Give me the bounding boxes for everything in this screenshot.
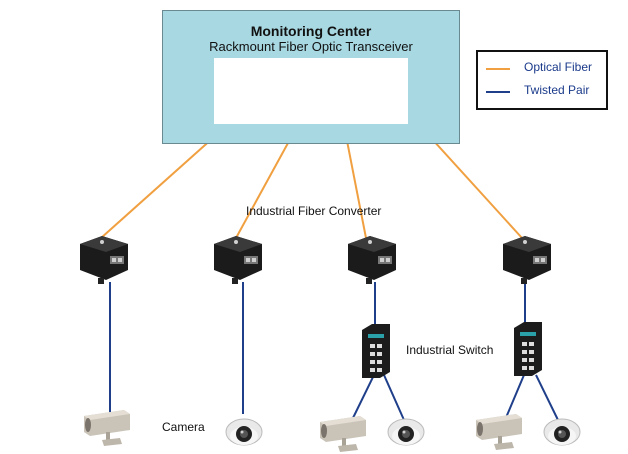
legend-label-twisted-pair: Twisted Pair [524, 83, 590, 97]
industrial-switch-icon [362, 324, 390, 378]
tp-line-8 [535, 374, 559, 421]
tp-line-7 [504, 374, 525, 421]
fiber-converter-icon [348, 236, 396, 284]
dome-camera-icon [387, 418, 425, 446]
monitoring-center-panel: Monitoring Center Rackmount Fiber Optic … [162, 10, 460, 144]
legend-swatch-twisted-pair [486, 91, 510, 93]
bullet-camera-icon [320, 416, 366, 452]
label-camera: Camera [162, 420, 205, 434]
bullet-camera-icon [476, 414, 522, 450]
legend-item-optical-fiber: Optical Fiber [486, 60, 606, 76]
dome-camera-icon [225, 418, 263, 446]
legend-swatch-optical-fiber [486, 68, 510, 70]
tp-line-5 [383, 374, 405, 421]
legend: Optical Fiber Twisted Pair [476, 50, 608, 110]
monitoring-center-subtitle: Rackmount Fiber Optic Transceiver [209, 39, 413, 54]
fiber-converter-icon [503, 236, 551, 284]
legend-label-optical-fiber: Optical Fiber [524, 60, 593, 74]
twisted-pair-lines [109, 282, 559, 421]
label-fiber-converter: Industrial Fiber Converter [246, 204, 382, 218]
fiber-converter-icon [214, 236, 262, 284]
fiber-converter-icon [80, 236, 128, 284]
tp-line-4 [351, 374, 375, 421]
dome-camera-icon [543, 418, 581, 446]
label-industrial-switch: Industrial Switch [406, 343, 494, 357]
legend-item-twisted-pair: Twisted Pair [486, 83, 606, 99]
bullet-camera-icon [84, 410, 130, 446]
industrial-switch-icon [514, 322, 542, 376]
rackmount-photo-frame [214, 58, 408, 124]
monitoring-center-title: Monitoring Center [250, 23, 372, 39]
